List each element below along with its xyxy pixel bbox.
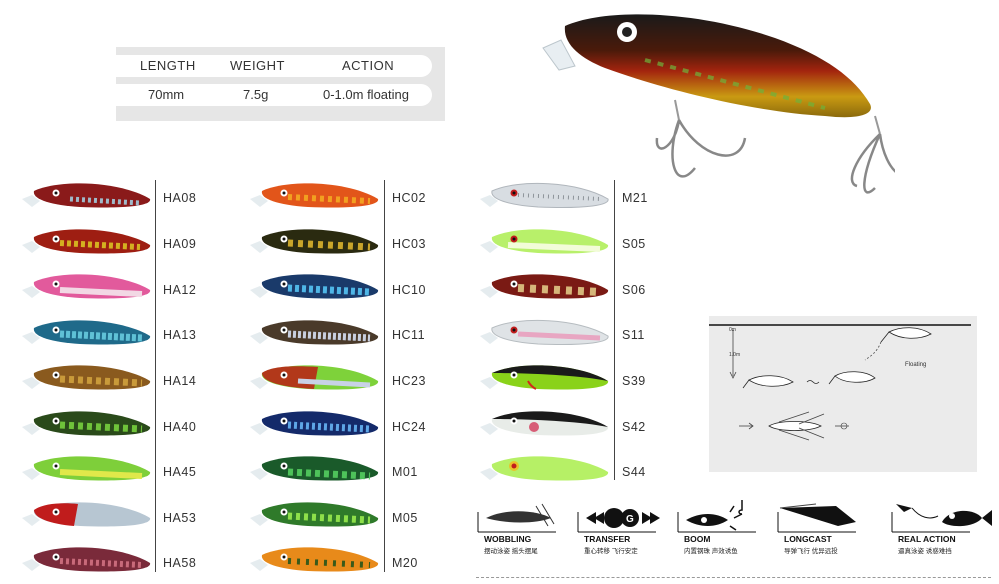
spec-value-row: 70mm 7.5g 0-1.0m floating — [116, 84, 432, 106]
depth-top-label: 0m — [729, 327, 736, 333]
color-code: HC24 — [392, 420, 426, 434]
color-code: HC03 — [392, 237, 426, 251]
column3-bracket — [614, 180, 615, 480]
lure-swatch-hc11 — [250, 320, 379, 345]
lure-swatch-hc02 — [250, 183, 379, 208]
transfer-icon-letter: G — [626, 514, 634, 525]
lure-swatch-ha12 — [22, 274, 151, 299]
lure-swatch-s42 — [480, 411, 609, 436]
lure-swatch-ha40 — [22, 411, 151, 436]
real-action-icon — [891, 504, 992, 533]
lure-swatch-m21 — [480, 182, 609, 208]
color-code: HA53 — [163, 511, 197, 525]
lure-swatch-m05 — [250, 502, 379, 527]
color-code: HC10 — [392, 283, 426, 297]
color-code: M20 — [392, 556, 418, 570]
feature-sub: 摆动泳姿 摇头摆尾 — [484, 548, 538, 555]
color-code: S39 — [622, 374, 646, 388]
feature-label: REAL ACTION — [898, 534, 956, 544]
feature-label: BOOM — [684, 534, 711, 544]
column2-bracket — [384, 180, 385, 572]
lure-swatch-ha08 — [22, 183, 151, 208]
spec-table: LENGTH WEIGHT ACTION 70mm 7.5g 0-1.0m fl… — [116, 47, 445, 121]
color-code: S44 — [622, 465, 646, 479]
color-code: HA14 — [163, 374, 197, 388]
lure-swatch-s11 — [480, 319, 609, 345]
color-code: HA58 — [163, 556, 197, 570]
lure-swatch-hc03 — [250, 229, 379, 254]
depth-bottom-label: 1.0m — [729, 352, 740, 358]
lure-swatch-s44 — [480, 456, 609, 481]
floating-label: Floating — [905, 362, 926, 368]
feature-boom: BOOM 内置钢珠 声效诱鱼 — [676, 498, 766, 560]
spec-header-action: ACTION — [342, 58, 395, 73]
boom-icon — [677, 500, 756, 533]
wobbling-icon — [477, 503, 556, 533]
lure-swatch-ha58 — [22, 547, 151, 572]
column1-bracket — [155, 180, 156, 572]
hero-lure-image — [542, 14, 895, 194]
feature-longcast: LONGCAST 导弹飞行 优异远投 — [776, 498, 876, 560]
spec-header-length: LENGTH — [140, 58, 196, 73]
longcast-icon — [777, 503, 856, 533]
feature-sub: 导弹飞行 优异远投 — [784, 548, 838, 555]
lure-swatch-m01 — [250, 456, 379, 481]
lure-swatch-m20 — [250, 547, 379, 572]
color-code: HC23 — [392, 374, 426, 388]
lure-swatch-hc10 — [250, 274, 379, 299]
color-code: HA45 — [163, 465, 197, 479]
spec-value-length: 70mm — [148, 87, 185, 102]
lure-swatch-s05 — [480, 229, 609, 254]
color-code: S42 — [622, 420, 646, 434]
lure-swatch-ha14 — [22, 365, 151, 390]
feature-sub: 逼真泳姿 诱惑难挡 — [898, 548, 952, 555]
color-code: HA13 — [163, 328, 197, 342]
lure-swatch-s39 — [480, 365, 609, 390]
color-code: HA40 — [163, 420, 197, 434]
feature-real-action: REAL ACTION 逼真泳姿 诱惑难挡 — [890, 498, 996, 560]
lure-swatch-ha53 — [22, 502, 151, 527]
spec-header-row: LENGTH WEIGHT ACTION — [116, 55, 432, 77]
feature-wobbling: WOBBLING 摆动泳姿 摇头摆尾 — [476, 498, 566, 560]
action-diagram: 0m 1.0m Floating — [709, 316, 977, 472]
lure-swatch-hc24 — [250, 411, 379, 436]
feature-label: LONGCAST — [784, 534, 832, 544]
lure-swatch-ha09 — [22, 229, 151, 254]
spec-header-weight: WEIGHT — [230, 58, 285, 73]
color-code: S05 — [622, 237, 646, 251]
lure-swatch-ha45 — [22, 456, 151, 481]
color-code: HA12 — [163, 283, 197, 297]
color-code: HA09 — [163, 237, 197, 251]
color-code: HA08 — [163, 191, 197, 205]
color-code: S06 — [622, 283, 646, 297]
lure-swatch-ha13 — [22, 320, 151, 345]
spec-value-action: 0-1.0m floating — [323, 87, 409, 102]
spec-value-weight: 7.5g — [243, 87, 269, 102]
action-diagram-drawing: 0m 1.0m Floating — [709, 324, 971, 441]
color-code: HC11 — [392, 328, 426, 342]
color-code: M01 — [392, 465, 418, 479]
color-code: M05 — [392, 511, 418, 525]
color-code: HC02 — [392, 191, 426, 205]
feature-sub: 重心转移 飞行安定 — [584, 548, 638, 555]
feature-sub: 内置钢珠 声效诱鱼 — [684, 548, 738, 555]
color-code: M21 — [622, 191, 648, 205]
color-code: S11 — [622, 328, 645, 342]
lure-swatch-s06 — [480, 274, 609, 299]
bottom-divider — [476, 577, 991, 578]
feature-label: TRANSFER — [584, 534, 631, 544]
transfer-icon: G — [577, 508, 660, 533]
lure-swatch-hc23 — [250, 365, 379, 390]
feature-label: WOBBLING — [484, 534, 532, 544]
feature-transfer: G TRANSFER 重心转移 飞行安定 — [576, 498, 666, 560]
